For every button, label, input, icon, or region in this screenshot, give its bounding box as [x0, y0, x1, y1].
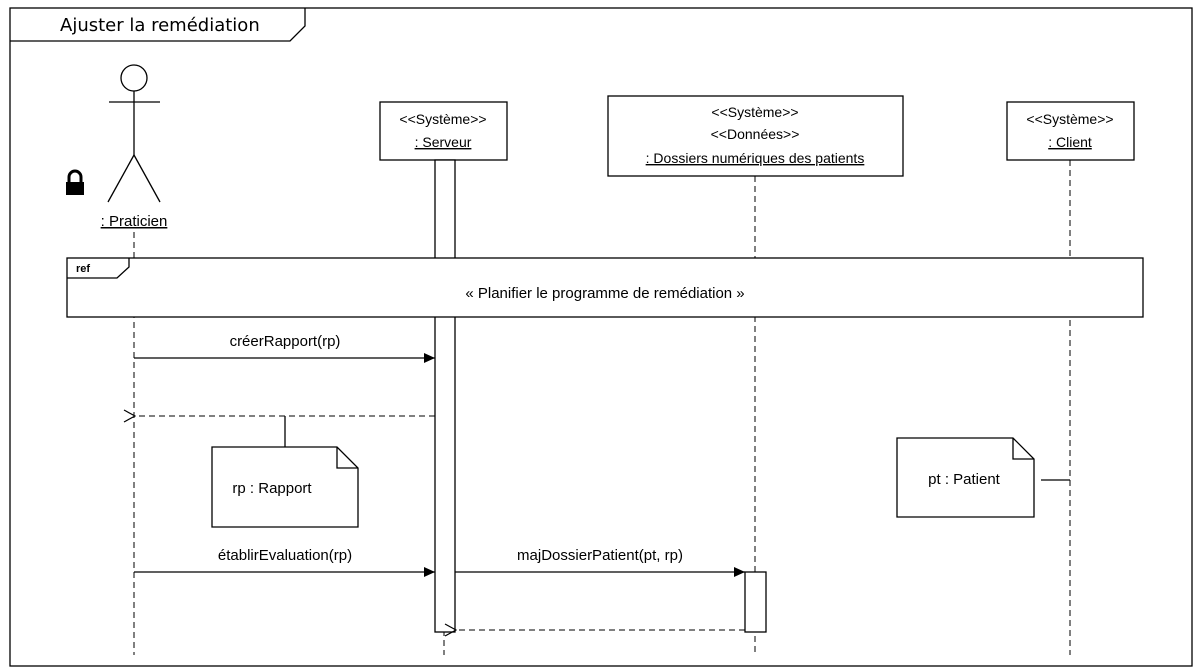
client-stereotype: <<Système>>: [1026, 111, 1113, 127]
message-maj-dossier-patient[interactable]: majDossierPatient(pt, rp): [455, 547, 745, 577]
note-text: pt : Patient: [928, 471, 1001, 488]
client-name: : Client: [1048, 134, 1092, 150]
serveur-name: : Serveur: [415, 134, 472, 150]
lifeline-head-client[interactable]: <<Système>> : Client: [1006, 101, 1135, 161]
ref-label: « Planifier le programme de remédiation …: [465, 285, 744, 302]
actor-name: : Praticien: [101, 213, 168, 230]
activation-bar-serveur: [434, 159, 456, 633]
diagram-frame: Ajuster la remédiation: [9, 7, 1193, 667]
lifeline-head-serveur[interactable]: <<Système>> : Serveur: [379, 101, 508, 161]
note-patient[interactable]: pt : Patient: [896, 437, 1070, 518]
lifeline-head-dossiers[interactable]: <<Système>> <<Données>> : Dossiers numér…: [607, 95, 904, 177]
dossiers-stereotype-2: <<Données>>: [711, 126, 800, 142]
message-label: majDossierPatient(pt, rp): [517, 547, 683, 564]
dossiers-name: : Dossiers numériques des patients: [646, 150, 865, 166]
dossiers-stereotype-1: <<Système>>: [711, 104, 798, 120]
ref-fragment[interactable]: ref « Planifier le programme de remédiat…: [66, 257, 1144, 318]
lock-icon: [66, 169, 84, 195]
message-label: créerRapport(rp): [230, 333, 341, 350]
ref-tag: ref: [76, 263, 90, 275]
frame-title: Ajuster la remédiation: [60, 15, 260, 36]
activation-bar-dossiers: [744, 571, 767, 633]
message-etablir-evaluation[interactable]: établirEvaluation(rp): [134, 547, 435, 577]
note-rapport[interactable]: rp : Rapport: [211, 416, 359, 528]
message-creer-rapport[interactable]: créerRapport(rp): [134, 333, 435, 363]
message-label: établirEvaluation(rp): [218, 547, 352, 564]
note-text: rp : Rapport: [232, 480, 312, 497]
serveur-stereotype: <<Système>>: [399, 111, 486, 127]
actor-praticien[interactable]: : Praticien: [101, 64, 168, 230]
